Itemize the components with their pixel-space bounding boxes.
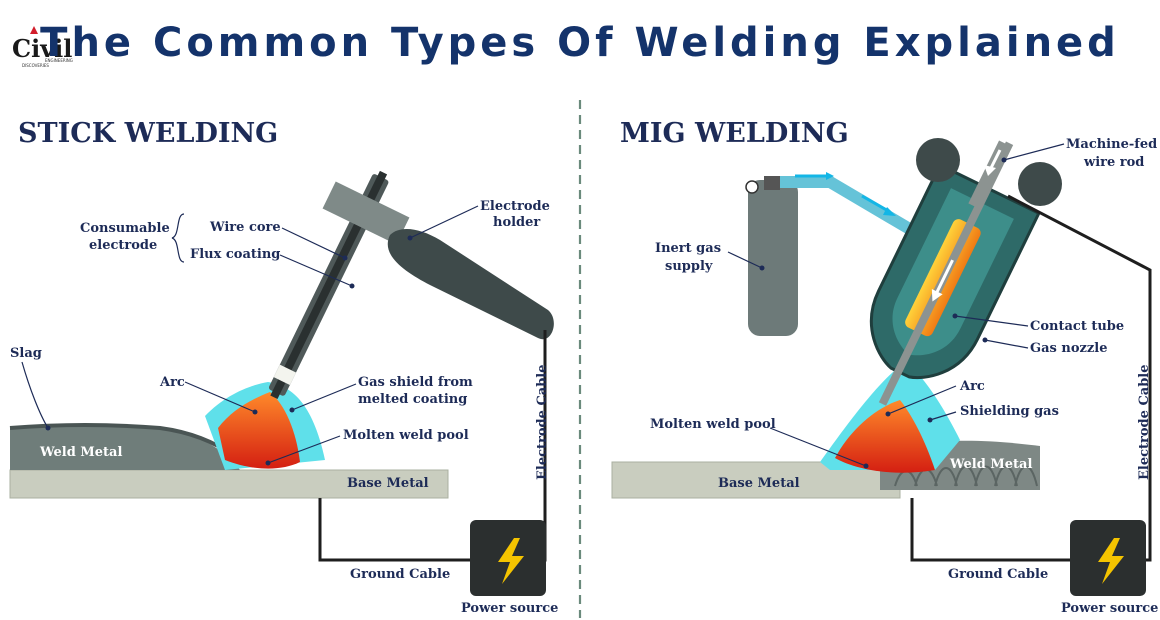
gas-flow-arrow-icon-2 xyxy=(861,194,891,214)
label-mig-power-source: Power source xyxy=(1061,601,1158,616)
stick-molten-pool xyxy=(218,392,300,469)
stick-electrode-holder xyxy=(387,228,554,340)
logo: Civil ENGINEERING DISCOVERIES xyxy=(12,26,73,68)
feed-roller-top xyxy=(916,138,960,182)
label-inert-gas: Inert gas xyxy=(655,241,721,256)
label-mig-weld-metal: Weld Metal xyxy=(949,457,1032,472)
label-power-source: Power source xyxy=(461,601,558,616)
logo-sub-text-2: DISCOVERIES xyxy=(22,63,49,68)
label-base-metal: Base Metal xyxy=(347,476,429,491)
label-electrode-cable: Electrode Cable xyxy=(535,364,550,480)
label-mig-ground-cable: Ground Cable xyxy=(948,567,1048,582)
stick-welding-panel: STICK WELDING Consumable electrode Wir xyxy=(9,118,558,616)
label-consumable-electrode: Consumable xyxy=(80,221,170,236)
lightning-bolt-icon xyxy=(498,538,524,584)
page-title: The Common Types Of Welding Explained xyxy=(40,20,1120,66)
feed-arrow-icon xyxy=(984,165,996,176)
mig-heading: MIG WELDING xyxy=(620,118,849,149)
lead-gas-nozzle xyxy=(984,339,1029,349)
label-shielding-gas: Shielding gas xyxy=(960,404,1059,419)
label-molten-weld-pool: Molten weld pool xyxy=(343,428,469,443)
stick-ground-cable xyxy=(318,498,470,562)
lead-wire-core xyxy=(281,227,346,259)
label-arc: Arc xyxy=(159,375,185,390)
label-flux-coating: Flux coating xyxy=(190,247,280,262)
stick-holder-clamp xyxy=(322,181,410,245)
mig-molten-pool xyxy=(835,400,935,473)
label-mig-arc: Arc xyxy=(959,379,985,394)
feed-roller-bottom xyxy=(1018,162,1062,206)
lead-mig-arc xyxy=(887,385,957,415)
inert-gas-cylinder xyxy=(745,176,798,336)
stick-heading: STICK WELDING xyxy=(18,118,278,149)
label-consumable-electrode-2: electrode xyxy=(89,238,157,253)
feed-wire xyxy=(968,140,1012,210)
mig-base-metal-plate xyxy=(611,461,901,499)
mig-welding-panel: MIG WELDING xyxy=(611,118,1158,616)
label-electrode-holder-2: holder xyxy=(493,215,540,230)
lead-shielding-gas xyxy=(929,411,957,421)
lead-contact-tube xyxy=(954,315,1029,327)
gauge-icon xyxy=(745,180,759,194)
label-gas-nozzle: Gas nozzle xyxy=(1030,341,1107,356)
label-mig-electrode-cable: Electrode Cable xyxy=(1137,364,1152,480)
lead-machine-fed xyxy=(1003,143,1065,161)
lead-gas-shield xyxy=(291,383,357,411)
logo-sub-text: ENGINEERING xyxy=(45,58,73,63)
label-contact-tube: Contact tube xyxy=(1030,319,1124,334)
gas-hose xyxy=(780,176,929,244)
label-ground-cable: Ground Cable xyxy=(350,567,450,582)
mig-ground-cable xyxy=(910,498,1070,562)
label-brace xyxy=(171,213,185,263)
label-mig-molten-weld-pool: Molten weld pool xyxy=(650,417,776,432)
label-slag: Slag xyxy=(10,346,42,361)
lead-arc xyxy=(184,381,256,413)
label-machine-fed-2: wire rod xyxy=(1083,155,1144,170)
label-electrode-holder: Electrode xyxy=(480,199,550,214)
lead-slag xyxy=(21,361,49,429)
label-mig-base-metal: Base Metal xyxy=(718,476,800,491)
lead-mig-molten-weld-pool xyxy=(769,427,867,467)
logo-text: Civil xyxy=(12,34,72,63)
label-gas-shield: Gas shield from xyxy=(358,375,473,390)
label-gas-shield-2: melted coating xyxy=(358,392,467,407)
mig-electrode-cable xyxy=(1007,194,1152,562)
wire-feed-arrow-icon xyxy=(931,288,943,302)
label-wire-core: Wire core xyxy=(209,220,281,235)
lead-flux-coating xyxy=(279,254,353,287)
label-machine-fed: Machine-fed xyxy=(1066,137,1157,152)
label-weld-metal: Weld Metal xyxy=(39,445,122,460)
lightning-bolt-icon-2 xyxy=(1098,538,1124,584)
logo-mark-icon xyxy=(30,26,38,34)
lead-electrode-holder xyxy=(409,205,479,239)
stick-electrode xyxy=(269,170,389,400)
label-inert-gas-2: supply xyxy=(665,259,713,274)
lead-molten-weld-pool xyxy=(267,435,341,464)
lead-inert-gas xyxy=(727,251,763,269)
stick-weld-metal xyxy=(10,425,240,470)
